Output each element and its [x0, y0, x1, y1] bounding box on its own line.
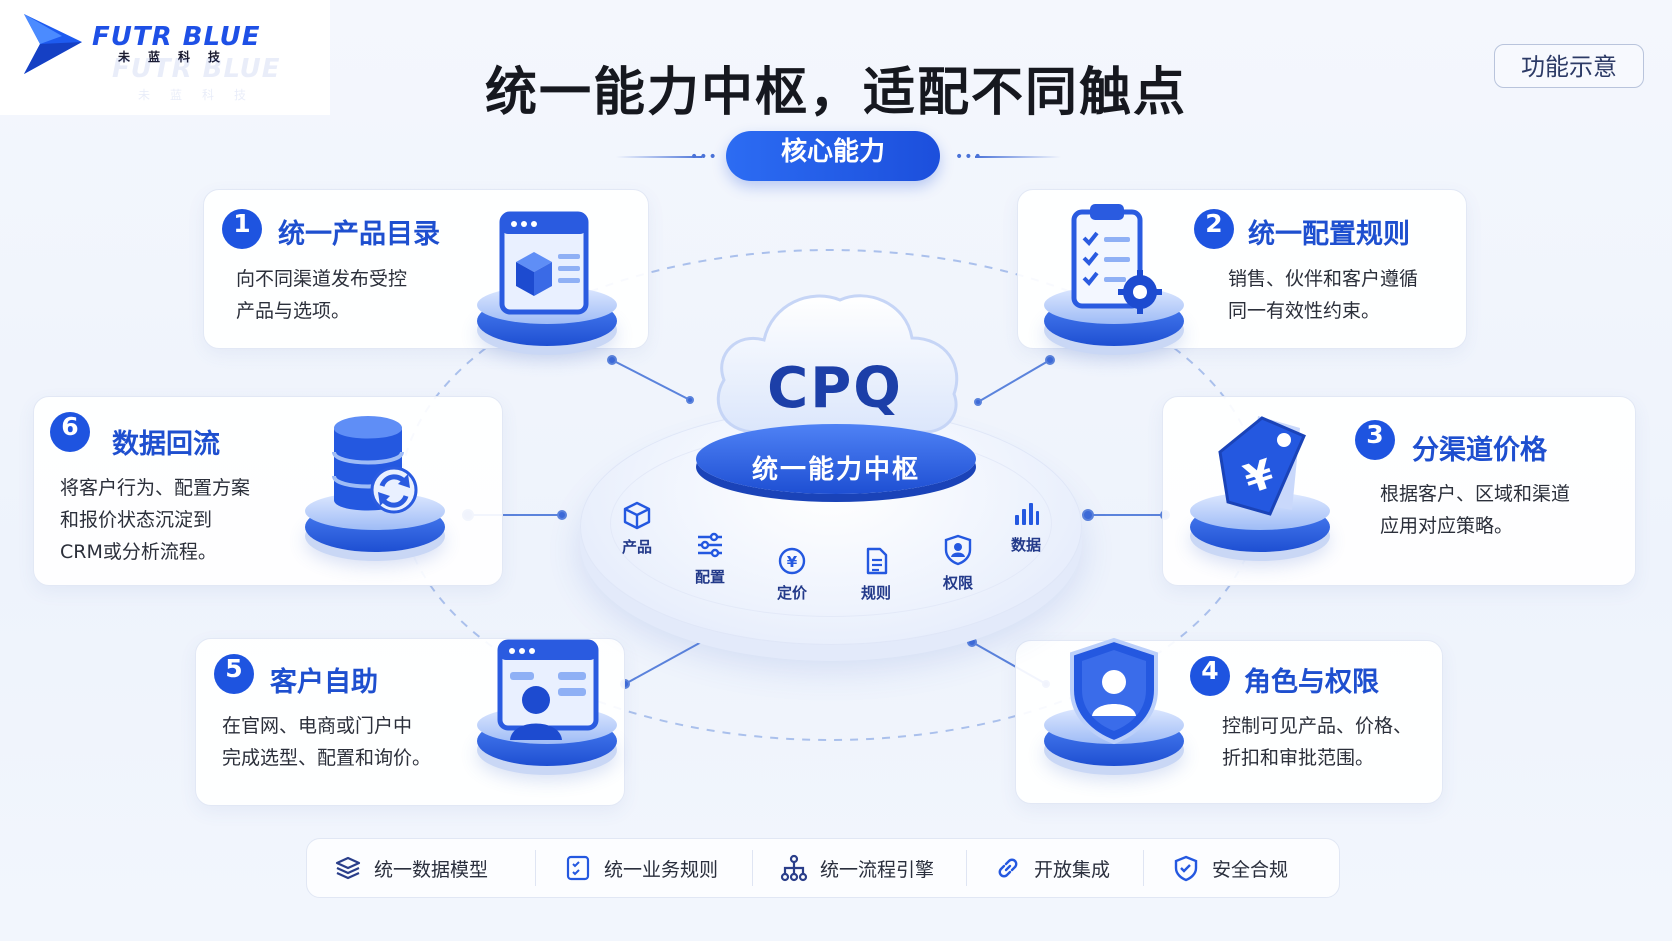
- capability-rules: 规则: [836, 546, 916, 603]
- capability-product: 产品: [597, 500, 677, 557]
- card-3-desc: 根据客户、区域和渠道应用对应策略。: [1380, 483, 1571, 537]
- card-1-desc: 向不同渠道发布受控产品与选项。: [236, 268, 408, 322]
- card-1-title: 统一产品目录: [278, 219, 440, 250]
- bar-item-security-compliance: 安全合规: [1172, 852, 1288, 884]
- link-icon: [998, 858, 1018, 878]
- card-5-title: 客户自助: [270, 667, 378, 698]
- core-dots-left: •••: [690, 149, 718, 165]
- bar-separator: [535, 850, 536, 886]
- core-capability-badge: 核心能力: [726, 131, 940, 181]
- card-5-number: 5: [214, 654, 254, 694]
- capability-config: 配置: [670, 530, 750, 587]
- document-icon: [866, 547, 888, 575]
- logo-watermark-sub: 未蓝科技: [138, 88, 267, 102]
- bar-item-data-model: 统一数据模型: [334, 852, 488, 884]
- bar-item-business-rules: 统一业务规则: [564, 852, 718, 884]
- shield-user-small-icon: [944, 534, 972, 566]
- card-6-title: 数据回流: [112, 429, 220, 460]
- bar-chart-icon: [1015, 503, 1039, 525]
- svg-text:¥: ¥: [787, 553, 798, 571]
- logo-arrow-icon: [24, 14, 82, 74]
- card-data-backflow: [33, 396, 503, 586]
- flow-icon: [780, 854, 808, 882]
- capability-permissions: 权限: [918, 534, 998, 593]
- shield-user-icon: [1070, 637, 1158, 745]
- cpq-label: CPQ: [767, 356, 903, 421]
- logo-watermark: FUTR BLUE: [112, 54, 281, 84]
- database-sync-icon: [332, 416, 418, 514]
- card-5-desc: 在官网、电商或门户中完成选型、配置和询价。: [222, 715, 432, 769]
- feature-demo-button[interactable]: 功能示意: [1494, 44, 1644, 88]
- price-tag-icon: ¥: [1218, 416, 1306, 516]
- page-title: 统一能力中枢，适配不同触点: [484, 63, 1187, 123]
- logo-subtitle: 未蓝科技: [118, 50, 239, 64]
- card-6-number: 6: [50, 412, 90, 452]
- catalog-window-icon: [499, 211, 589, 315]
- bar-item-process-engine: 统一流程引擎: [780, 852, 934, 884]
- card-2-title: 统一配置规则: [1248, 219, 1410, 250]
- cloud-icon: [716, 294, 959, 434]
- logo-panel: [0, 0, 330, 115]
- clipboard-gear-icon: [1071, 204, 1162, 314]
- yen-icon: ¥: [778, 547, 806, 575]
- self-service-icon: [497, 639, 599, 740]
- checklist-icon: [566, 855, 590, 881]
- hub-label: 统一能力中枢: [751, 455, 920, 485]
- logo-brand: FUTR BLUE: [92, 22, 261, 52]
- card-4-desc: 控制可见产品、价格、折扣和审批范围。: [1222, 715, 1413, 769]
- core-dots-right: •••: [955, 149, 983, 165]
- card-3-number: 3: [1355, 420, 1395, 460]
- card-2-desc: 销售、伙伴和客户遵循同一有效性约束。: [1228, 268, 1419, 322]
- hub-band: [696, 424, 976, 494]
- capability-pricing: ¥ 定价: [752, 546, 832, 603]
- card-2-number: 2: [1194, 209, 1234, 249]
- bar-separator: [1143, 850, 1144, 886]
- bar-separator: [966, 850, 967, 886]
- core-divider-left: [616, 156, 702, 158]
- card-4-title: 角色与权限: [1244, 667, 1379, 698]
- box-icon: [623, 501, 651, 530]
- bar-item-open-integration: 开放集成: [994, 852, 1110, 884]
- bar-separator: [752, 850, 753, 886]
- card-1-number: 1: [222, 209, 262, 249]
- layers-icon: [335, 856, 361, 880]
- capability-data: 数据: [986, 498, 1066, 555]
- card-3-title: 分渠道价格: [1412, 435, 1547, 466]
- sliders-icon: [698, 532, 722, 558]
- shield-check-icon: [1174, 855, 1198, 882]
- foundation-bar: [306, 838, 1340, 898]
- card-4-number: 4: [1190, 656, 1230, 696]
